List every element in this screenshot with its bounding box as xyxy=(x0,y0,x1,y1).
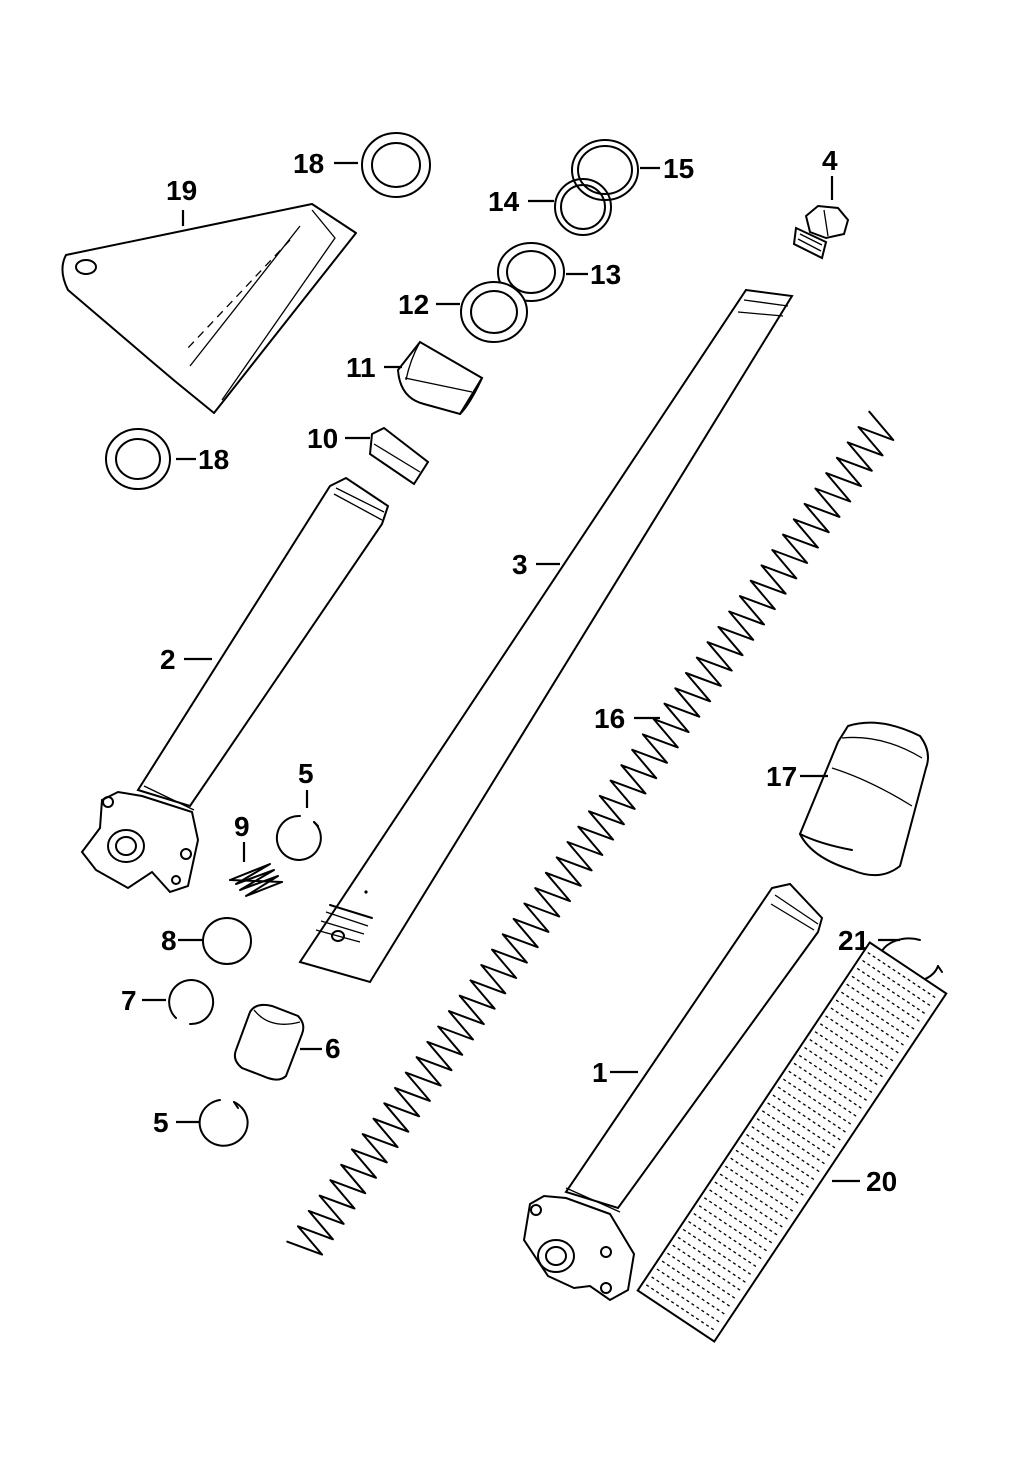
part-10-slide-bush[interactable] xyxy=(368,426,430,486)
gaiter-rib xyxy=(651,1276,722,1325)
gaiter-rib xyxy=(746,1133,817,1182)
gaiter-rib xyxy=(862,959,933,1008)
gaiter-rib xyxy=(661,1260,733,1309)
gaiter-rib xyxy=(841,991,912,1040)
callout-7: 7 xyxy=(121,985,137,1016)
part-7-circlip[interactable] xyxy=(168,979,215,1026)
callout-4: 4 xyxy=(822,145,838,176)
gaiter-rib xyxy=(677,1236,749,1285)
callout-20: 20 xyxy=(866,1166,897,1197)
gaiter-rib xyxy=(645,1284,717,1332)
part-16-fork-spring[interactable] xyxy=(286,410,895,1256)
gaiter-rib xyxy=(761,1110,833,1158)
gaiter-rib xyxy=(835,999,907,1048)
gaiter-rib xyxy=(783,1078,854,1127)
part-17-dust-cover[interactable] xyxy=(798,721,929,877)
gaiter-rib xyxy=(777,1086,849,1135)
callout-9: 9 xyxy=(234,811,250,842)
gaiter-rib xyxy=(756,1118,828,1166)
callout-5-lower: 5 xyxy=(153,1107,169,1138)
gaiter-rib xyxy=(751,1126,823,1174)
part-19-fork-bridge[interactable] xyxy=(61,203,357,414)
gaiter-rib xyxy=(856,967,928,1016)
part-6-bush[interactable] xyxy=(233,1003,305,1081)
gaiter-rib xyxy=(788,1070,859,1119)
part-8-ring[interactable] xyxy=(202,917,252,965)
part-4-plug-screw[interactable] xyxy=(792,204,850,260)
callout-10: 10 xyxy=(307,423,338,454)
gaiter-rib xyxy=(819,1023,891,1071)
callout-12: 12 xyxy=(398,289,429,320)
gaiter-rib xyxy=(772,1094,844,1143)
gaiter-rib xyxy=(804,1046,875,1095)
gaiter-rib xyxy=(867,952,939,1000)
callout-16: 16 xyxy=(594,703,625,734)
gaiter-rib xyxy=(667,1252,738,1301)
part-13-ring[interactable] xyxy=(497,242,565,302)
gaiter-rib xyxy=(735,1149,807,1198)
gaiter-rib xyxy=(714,1181,786,1230)
gaiter-rib xyxy=(719,1173,791,1222)
gaiter-rib xyxy=(709,1189,780,1238)
callout-14: 14 xyxy=(488,186,520,217)
gaiter-rib xyxy=(698,1205,770,1253)
part-3-fork-tube[interactable] xyxy=(298,288,794,984)
callout-2: 2 xyxy=(160,644,176,675)
gaiter-rib xyxy=(725,1165,796,1214)
gaiter-rib xyxy=(740,1141,812,1190)
part-15-ring[interactable] xyxy=(571,139,639,201)
gaiter-rib xyxy=(793,1062,865,1111)
gaiter-rib xyxy=(730,1157,801,1206)
callout-5-upper: 5 xyxy=(298,758,314,789)
callout-15: 15 xyxy=(663,153,694,184)
gaiter-rib xyxy=(688,1220,759,1269)
callout-13: 13 xyxy=(590,259,621,290)
callout-18-top: 18 xyxy=(293,148,324,179)
gaiter-rib xyxy=(830,1007,902,1056)
gaiter-rib xyxy=(809,1039,881,1087)
gaiter-rib xyxy=(814,1031,886,1079)
gaiter-rib xyxy=(767,1102,838,1151)
gaiter-rib xyxy=(672,1244,743,1293)
callout-6: 6 xyxy=(325,1033,341,1064)
callout-18-lower: 18 xyxy=(198,444,229,475)
part-12-ring[interactable] xyxy=(460,281,528,343)
part-5-circlip-upper[interactable] xyxy=(275,814,322,861)
gaiter-rib xyxy=(656,1268,728,1317)
callout-17: 17 xyxy=(766,761,797,792)
part-2-fork-slider-left[interactable] xyxy=(80,476,390,894)
callout-11: 11 xyxy=(346,352,376,383)
gaiter-rib xyxy=(703,1197,775,1245)
part-20-rubber-gaiter[interactable] xyxy=(636,941,948,1343)
gaiter-rib xyxy=(682,1228,754,1277)
part-9-small-spring[interactable] xyxy=(229,863,283,897)
callout-19: 19 xyxy=(166,175,197,206)
callout-1: 1 xyxy=(592,1057,608,1088)
gaiter-rib xyxy=(825,1015,896,1064)
part-18-upper-ring[interactable] xyxy=(361,132,431,198)
callout-8: 8 xyxy=(161,925,177,956)
part-5-circlip-lower[interactable] xyxy=(198,1099,249,1147)
part-14-ring[interactable] xyxy=(554,178,612,236)
part-1-fork-slider-right[interactable] xyxy=(522,882,824,1302)
callout-3: 3 xyxy=(512,549,528,580)
gaiter-rib xyxy=(851,975,923,1024)
part-18-lower-ring[interactable] xyxy=(105,428,171,490)
part-11-bushing[interactable] xyxy=(396,340,484,416)
gaiter-rib xyxy=(798,1054,870,1103)
gaiter-rib xyxy=(693,1213,765,1261)
gaiter-rib xyxy=(846,983,917,1032)
